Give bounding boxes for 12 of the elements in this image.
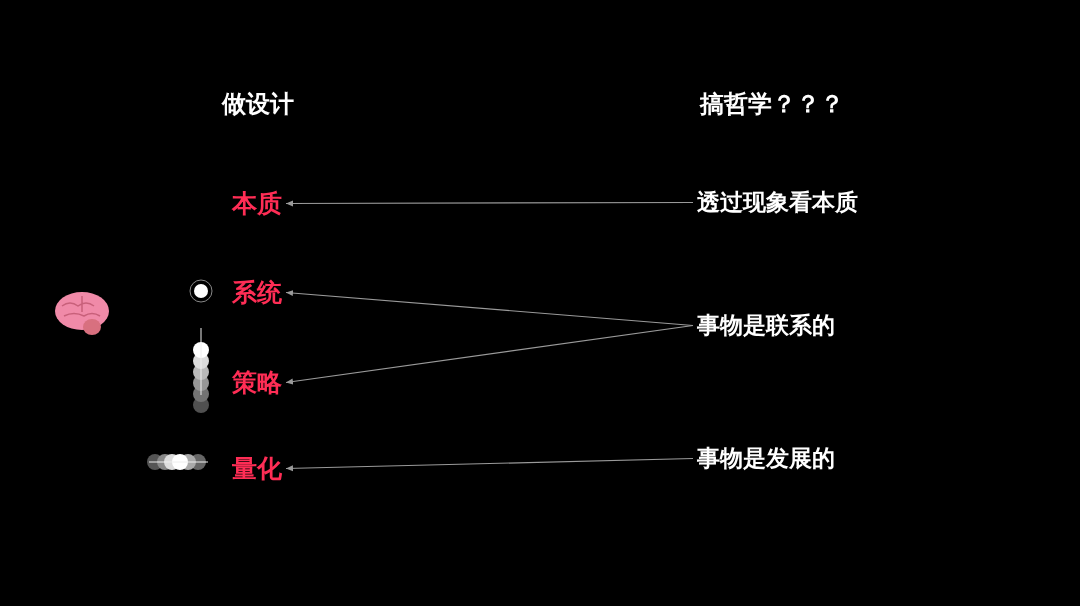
arrow bbox=[285, 324, 694, 385]
column-heading: 做设计 bbox=[222, 92, 294, 116]
keyword-text: 量化 bbox=[232, 456, 282, 481]
arrow bbox=[285, 457, 694, 472]
keyword-text: 系统 bbox=[232, 280, 282, 305]
statement-text: 透过现象看本质 bbox=[697, 191, 858, 214]
keyword-text: 本质 bbox=[232, 191, 282, 216]
statement-text: 事物是发展的 bbox=[697, 447, 835, 470]
keyword-text: 策略 bbox=[232, 370, 282, 395]
arrow bbox=[285, 200, 694, 207]
column-heading: 搞哲学？？？ bbox=[700, 92, 844, 116]
statement-text: 事物是联系的 bbox=[697, 314, 835, 337]
